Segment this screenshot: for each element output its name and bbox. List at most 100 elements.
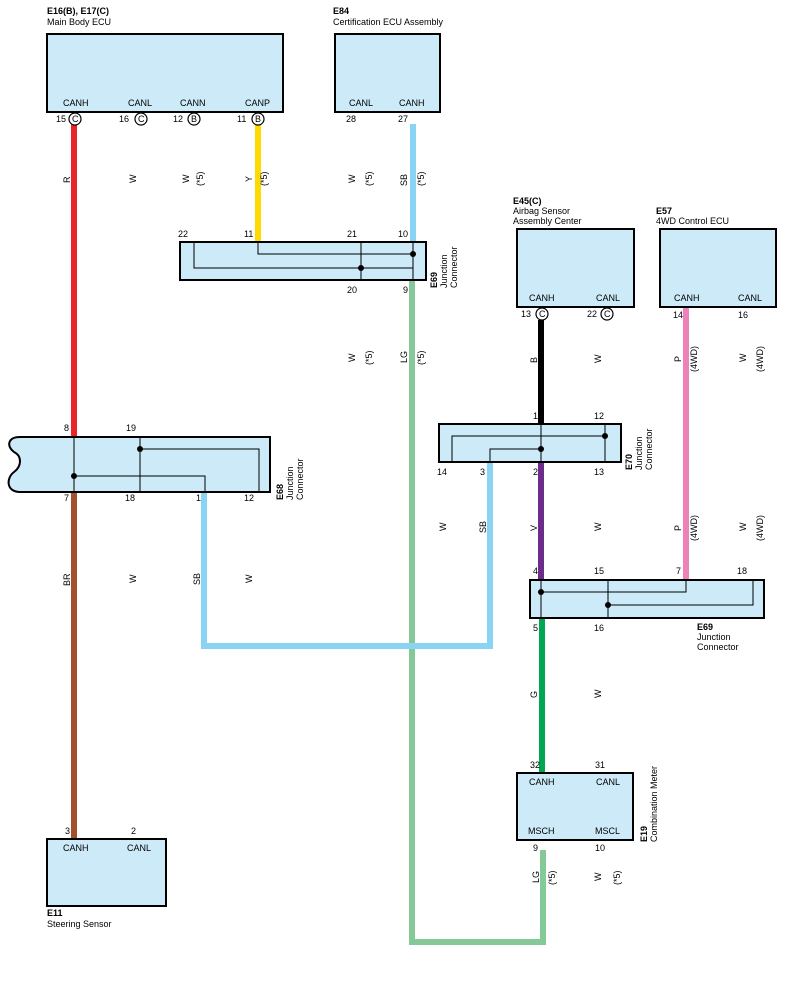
- wire-label: W: [244, 574, 254, 583]
- jc-top-label-1: Junction: [439, 254, 449, 288]
- wire-label: LG: [531, 871, 541, 883]
- combination-meter: CANH CANL MSCH MSCL 32 31 9 10 E19 Combi…: [516, 760, 659, 853]
- jc-e70-label-1: Junction: [634, 436, 644, 470]
- junction-connector-top-e69: 22 11 21 10 20 9 E69 Junction Connector: [178, 229, 459, 295]
- wire-label: P: [673, 356, 683, 362]
- pin-number: 28: [346, 114, 356, 124]
- pin-label-canl: CANL: [596, 777, 620, 787]
- pin-number: 16: [594, 623, 604, 633]
- wire-label: Y: [244, 176, 254, 182]
- junction-connector-e68: 8 19 7 18 1 12 E68 Junction Connector: [7, 423, 305, 503]
- steering-name: Steering Sensor: [47, 919, 112, 929]
- wire-label: (4WD): [689, 515, 699, 541]
- connector-c-icon: [134, 112, 148, 126]
- junction-connector-e70: 1 12 14 3 2 13 E70 Junction Connector: [437, 411, 654, 477]
- pin-number: 20: [347, 285, 357, 295]
- main-body-ecu-name: Main Body ECU: [47, 17, 111, 27]
- jc-e69b-box: [529, 579, 765, 619]
- connector-b-icon: [251, 112, 265, 126]
- certification-ecu-code: E84: [333, 6, 349, 16]
- wire-label: (4WD): [689, 346, 699, 372]
- wire-label: P: [673, 525, 683, 531]
- wire-label: W: [738, 522, 748, 531]
- pin-number: 7: [676, 566, 681, 576]
- wire-labels: R W W (*5) Y (*5) W (*5) SB (*5) W (*5) …: [62, 171, 765, 885]
- pin-label-canl: CANL: [127, 843, 151, 853]
- pin-number: 11: [237, 114, 246, 124]
- pin-number: 12: [594, 411, 604, 421]
- pin-number: 10: [595, 843, 605, 853]
- pin-label-canl: CANL: [596, 293, 620, 303]
- steering-box: [46, 838, 167, 907]
- steering-code: E11: [47, 908, 63, 918]
- pin-number: 4: [533, 566, 538, 576]
- main-body-ecu-code: E16(B), E17(C): [47, 6, 109, 16]
- airbag-box: [516, 228, 635, 308]
- wire-label: (*5): [259, 171, 269, 186]
- main-body-ecu: E16(B), E17(C) Main Body ECU CANH CANL C…: [46, 6, 284, 126]
- pin-number: 1: [196, 493, 201, 503]
- pin-label-canh: CANH: [399, 98, 425, 108]
- fwd-box: [659, 228, 777, 308]
- wire-label: W: [593, 354, 603, 363]
- wire-label: B: [529, 357, 539, 363]
- wire-label: W: [738, 353, 748, 362]
- wire-skyblue-e68-1: [201, 462, 493, 649]
- jc-e69b-bus: [540, 580, 754, 618]
- wire-label: W: [593, 872, 603, 881]
- wire-label: (*5): [364, 350, 374, 365]
- meter-name: Combination Meter: [649, 766, 659, 842]
- splice-dot: [605, 602, 611, 608]
- jc-e68-label-1: Junction: [285, 466, 295, 500]
- wire-label: (*5): [195, 171, 205, 186]
- pin-number: 11: [244, 229, 253, 239]
- wire-label: W: [347, 353, 357, 362]
- pin-number: 1: [533, 411, 538, 421]
- pin-number: 12: [173, 114, 183, 124]
- pin-number: 19: [126, 423, 136, 433]
- pin-number: 15: [56, 114, 66, 124]
- wire-label: W: [438, 522, 448, 531]
- pin-number: 16: [738, 310, 748, 320]
- jc-e69b-label-2: Connector: [697, 642, 739, 652]
- jc-top-label-2: Connector: [449, 246, 459, 288]
- pin-label-canh: CANH: [674, 293, 700, 303]
- splice-dot: [602, 433, 608, 439]
- pin-label-canl: CANL: [738, 293, 762, 303]
- pin-label-msch: MSCH: [528, 826, 555, 836]
- pin-number: 2: [131, 826, 136, 836]
- wire-label: SB: [399, 174, 409, 186]
- white-wires: [139, 124, 754, 985]
- jc-e68-box: [7, 436, 271, 493]
- jc-top-bus: [193, 242, 414, 280]
- wire-label: R: [62, 176, 72, 183]
- jc-e69b-label-1: Junction: [697, 632, 731, 642]
- pin-number: 15: [594, 566, 604, 576]
- connector-letter: C: [138, 114, 145, 124]
- pin-number: 32: [530, 760, 540, 770]
- wire-w-jc-top-20: [360, 280, 610, 985]
- jc-top-box: [179, 241, 427, 281]
- jc-e70-code: E70: [624, 454, 634, 470]
- junction-connector-e69-lower: 4 15 7 18 5 16 E69 Junction Connector: [529, 566, 765, 652]
- pin-label-canp: CANP: [245, 98, 270, 108]
- pin-number: 3: [65, 826, 70, 836]
- main-body-ecu-box: [46, 33, 284, 113]
- connector-letter: C: [539, 309, 546, 319]
- splice-dot: [410, 251, 416, 257]
- wire-label: W: [181, 174, 191, 183]
- wire-label: (*5): [612, 870, 622, 885]
- wire-label: W: [347, 174, 357, 183]
- pin-number: 10: [398, 229, 408, 239]
- pin-number: 2: [533, 467, 538, 477]
- pin-number: 16: [119, 114, 129, 124]
- meter-code: E19: [639, 826, 649, 842]
- fwd-code: E57: [656, 206, 672, 216]
- wire-label: (4WD): [755, 346, 765, 372]
- pin-number: 8: [64, 423, 69, 433]
- certification-ecu-name: Certification ECU Assembly: [333, 17, 444, 27]
- wire-label: W: [593, 522, 603, 531]
- connector-c-icon: [68, 112, 82, 126]
- wire-label: BR: [62, 573, 72, 586]
